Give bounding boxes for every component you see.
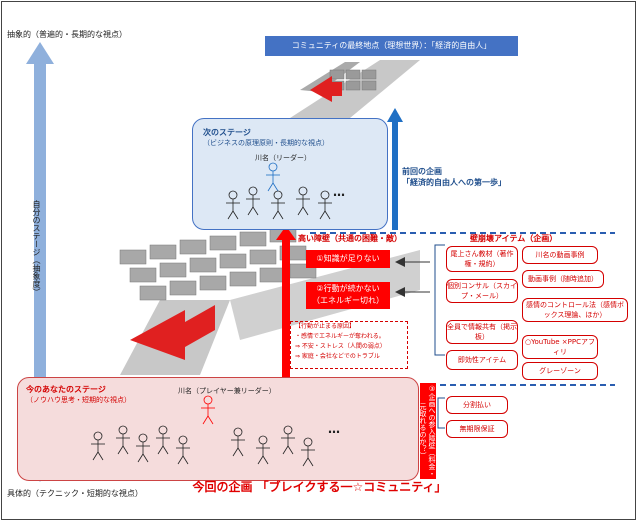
barrier-action-box: ②行動が続かない （エネルギー切れ） xyxy=(306,282,390,309)
barrier-header: 高い障壁（共通の困難・敵） xyxy=(298,234,402,243)
wall-item-kawana-video: 川名の動画事例 xyxy=(522,246,598,264)
current-stage-leader: 川名（プレイヤー兼リーダー） xyxy=(178,387,276,395)
previous-plan-line1: 前回の企画 xyxy=(402,167,442,176)
action-stop-box: 【行動が止まる原因】 ・感情でエネルギーが奪われる。 ⇒ 不安・ストレス（人間の… xyxy=(290,321,408,369)
barrier-knowledge: ①知識が足りない xyxy=(306,250,390,268)
wall-item-share: 全員で情報共有（掲示板） xyxy=(446,320,518,344)
wall-items-header: 壁崩壊アイテム（企画） xyxy=(470,234,558,243)
current-stage-subtitle: （ノウハウ思考・短期的な視点） xyxy=(26,396,131,404)
barrier-energy: （エネルギー切れ） xyxy=(312,296,384,305)
axis-bottom-label: 具体的（テクニック・短期的な視点） xyxy=(7,489,143,498)
action-stop-title: 【行動が止まる原因】 xyxy=(295,323,356,330)
action-stop-line-2: ⇒ 不安・ストレス（人間の弱点） xyxy=(295,343,386,350)
previous-plan-line2: 「経済的自由人への第一歩」 xyxy=(402,178,506,187)
wall-item-consult: 個別コンサル（スカイプ・メール） xyxy=(446,279,518,303)
current-stage-ellipsis: … xyxy=(328,422,340,436)
next-stage-title: 次のステージ xyxy=(203,128,251,137)
wall-item-guarantee: 無期限保証 xyxy=(446,420,508,438)
wall-item-youtube: ○YouTube ×PPCアフィリ xyxy=(522,335,598,359)
wall-item-emotion: 感情のコントロール法（感情ボックス理論、ほか） xyxy=(522,298,628,322)
axis-middle-label: 自分のステージ（抽象度） xyxy=(32,200,41,296)
action-stop-line-1: ・感情でエネルギーが奪われる。 xyxy=(295,333,385,340)
axis-top-label: 抽象的（普遍的・長期的な視点） xyxy=(7,30,127,39)
current-stage-box: 今のあなたのステージ （ノウハウ思考・短期的な視点） 川名（プレイヤー兼リーダー… xyxy=(17,377,419,481)
goal-banner: コミュニティの最終地点（理想世界）：「経済的自由人」 xyxy=(265,36,518,56)
participation-barrier: ③企画への参入障壁（料金・元取れるのか？） xyxy=(419,383,436,479)
next-stage-subtitle: （ビジネスの原理原則・長期的な視点） xyxy=(203,139,329,147)
axis-arrow xyxy=(26,42,54,482)
next-stage-box: 次のステージ （ビジネスの原理原則・長期的な視点） 川名（リーダー） … xyxy=(192,118,388,230)
current-stage-title: 今のあなたのステージ xyxy=(26,385,106,394)
next-stage-people xyxy=(226,162,332,220)
bottom-title: 今回の企画 「ブレイクする一☆コミュニティ」 xyxy=(192,480,447,494)
next-stage-ellipsis: … xyxy=(333,185,345,199)
wall-item-installment: 分割払い xyxy=(446,396,508,414)
wall-item-material: 尾上さん教材（著作権・規約） xyxy=(446,246,518,272)
action-stop-line-3: ⇒ 家庭・会社などでのトラブル xyxy=(295,353,380,360)
barrier-action: ②行動が続かない xyxy=(316,284,380,293)
next-stage-leader: 川名（リーダー） xyxy=(255,154,311,162)
wall-item-video-cases: 動画事例（随時追加） xyxy=(522,270,604,288)
wall-item-instant: 即効性アイテム xyxy=(446,350,518,370)
wall-item-grayzone: グレーゾーン xyxy=(522,362,598,380)
current-stage-people xyxy=(91,395,315,467)
